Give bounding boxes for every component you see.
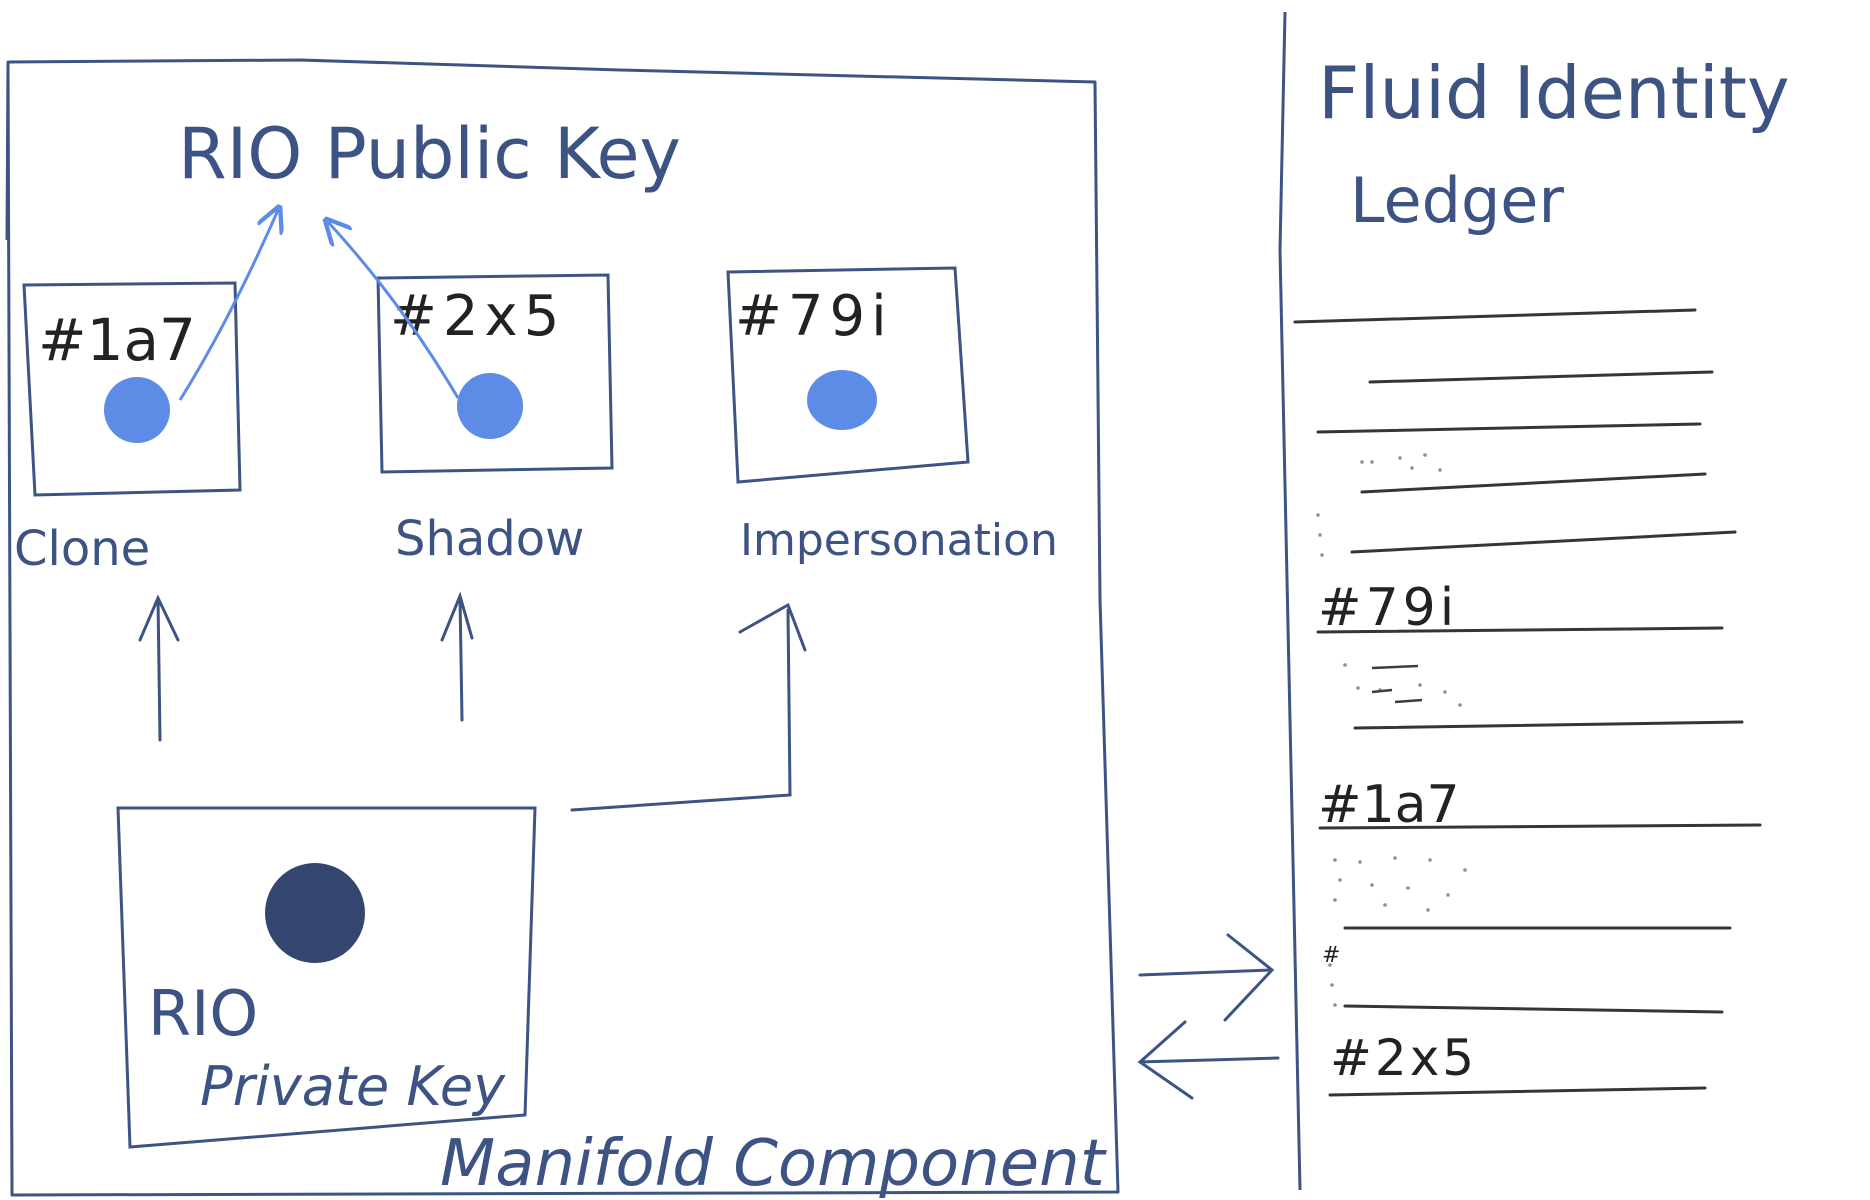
identity-card-1a7: #1a7 Clone xyxy=(14,281,242,577)
identity-card-79i: #79i Impersonation xyxy=(726,266,1058,566)
arrow-to-shadow xyxy=(440,591,474,722)
private-key-box: RIO Private Key xyxy=(116,806,537,1149)
identity-token xyxy=(457,373,523,439)
private-key-border xyxy=(116,806,537,1149)
sync-arrows xyxy=(1137,933,1280,1100)
private-key-token xyxy=(265,863,365,963)
manifold-component-border xyxy=(6,58,1120,1197)
ledger-row xyxy=(1368,370,1714,384)
identity-token xyxy=(104,377,170,443)
identity-id: #2x5 xyxy=(390,284,565,349)
ledger-row xyxy=(1360,472,1707,494)
ledger-row xyxy=(1316,422,1702,434)
arrow-to-impersonation xyxy=(570,602,807,812)
identity-box xyxy=(22,281,242,497)
ledger-entry-2x5: #2x5 xyxy=(1330,1029,1477,1087)
identity-card-2x5: #2x5 Shadow xyxy=(376,273,614,567)
ledger-row xyxy=(1353,720,1744,730)
ledger-faded-entries xyxy=(1316,453,1467,1007)
manifold-component: Manifold Component xyxy=(5,58,1120,1200)
ledger-rows xyxy=(1293,308,1762,1097)
component-to-ledger-arrow xyxy=(1138,933,1275,1022)
identity-box xyxy=(376,273,614,474)
ledger-to-component-arrow xyxy=(1137,1020,1280,1100)
public-key-label: RIO Public Key xyxy=(178,113,681,195)
clone-to-public-key-arrow xyxy=(178,210,278,401)
ledger-row xyxy=(1328,1086,1707,1097)
private-key-derivation-arrows xyxy=(138,591,807,812)
shadow-to-public-key-arrow xyxy=(328,222,460,399)
identity-label: Impersonation xyxy=(740,515,1058,566)
identity-id: #79i xyxy=(735,284,893,349)
ledger-row xyxy=(1293,308,1697,324)
ledger-entry-79i: #79i xyxy=(1318,578,1458,638)
ledger-border xyxy=(1278,11,1302,1191)
ledger-faded-dashes xyxy=(1371,664,1423,704)
ledger-row xyxy=(1350,530,1737,554)
ledger-entry-partial: # xyxy=(1322,943,1340,968)
identity-token xyxy=(807,370,877,430)
identity-box xyxy=(726,266,970,484)
manifold-component-label: Manifold Component xyxy=(440,1127,1108,1200)
ledger-entry-1a7: #1a7 xyxy=(1318,775,1460,835)
arrow-to-clone xyxy=(138,594,180,742)
identity-label: Clone xyxy=(14,521,150,577)
ledger-row xyxy=(1316,626,1724,634)
fluid-identity-ledger: Fluid Identity Ledger xyxy=(1278,11,1790,1191)
ledger-row xyxy=(1318,823,1762,830)
private-key-label-line1: RIO xyxy=(148,977,258,1050)
ledger-title-line2: Ledger xyxy=(1350,164,1564,237)
identity-id: #1a7 xyxy=(38,306,196,374)
private-key-label-line2: Private Key xyxy=(200,1055,506,1118)
ledger-row xyxy=(1343,1004,1724,1014)
identity-label: Shadow xyxy=(395,511,584,567)
ledger-title-line1: Fluid Identity xyxy=(1318,51,1790,135)
